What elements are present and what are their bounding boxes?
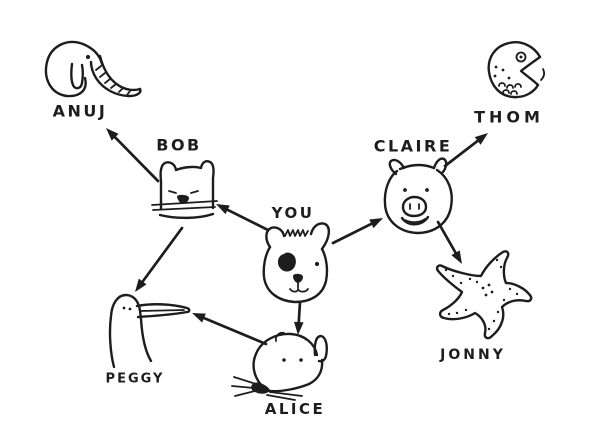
node-label-claire: CLAIRE [373,136,453,156]
node-label-anuj: ANUJ [52,101,108,121]
duck-drawing [108,293,191,369]
edge-you-bob [216,204,270,232]
node-label-jonny: JONNY [440,347,506,363]
edge-claire-thom [443,133,488,168]
edge-alice-peggy [192,313,268,346]
edge-claire-jonny [436,220,462,264]
elephant-drawing [44,40,142,98]
node-label-you: YOU [271,204,315,222]
node-label-thom: THOM [474,107,544,127]
node-label-alice: ALICE [264,400,326,418]
node-label-peggy: PEGGY [105,371,165,387]
node-label-bob: BOB [156,135,202,155]
starfish-drawing [435,250,533,340]
pig-drawing [383,157,453,235]
cat-drawing [151,160,218,220]
edge-bob-anuj [106,128,160,183]
edges-layer [106,128,488,346]
fish-drawing [487,41,545,99]
rat-drawing [231,331,328,401]
edge-bob-peggy [135,226,184,292]
dog-drawing [262,222,330,304]
edge-you-claire [331,218,383,245]
edge-you-alice [293,300,304,335]
